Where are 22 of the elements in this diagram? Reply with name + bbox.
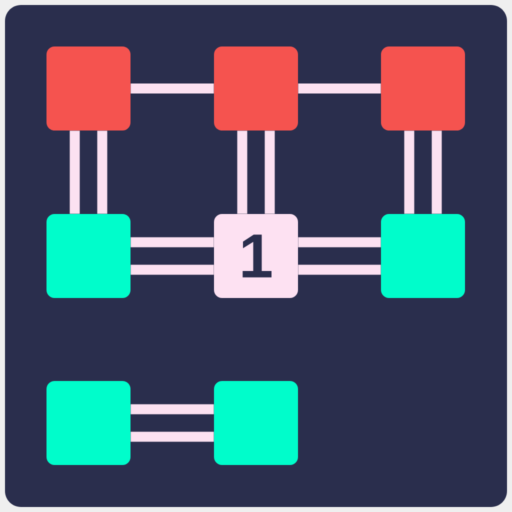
number-tile: 1 [214,214,298,298]
tile [214,381,298,465]
tile [46,214,130,298]
bridge-line [264,130,275,214]
tile [46,46,130,130]
bridge-line [237,130,248,214]
tile [46,381,130,465]
bridge-line [130,237,214,248]
tile [214,46,298,130]
bridge-line [404,130,414,214]
bridge-line [130,84,214,94]
bridge-line [130,264,214,275]
bridge-line [130,432,214,442]
bridge-line [70,130,80,214]
bridge-line [298,84,381,94]
bridge-line [298,264,381,275]
bridge-line [97,130,108,214]
bridge-line [298,237,381,248]
bridge-line [130,404,214,414]
tile [381,46,465,130]
tile [381,214,465,298]
bridge-line [432,130,442,214]
